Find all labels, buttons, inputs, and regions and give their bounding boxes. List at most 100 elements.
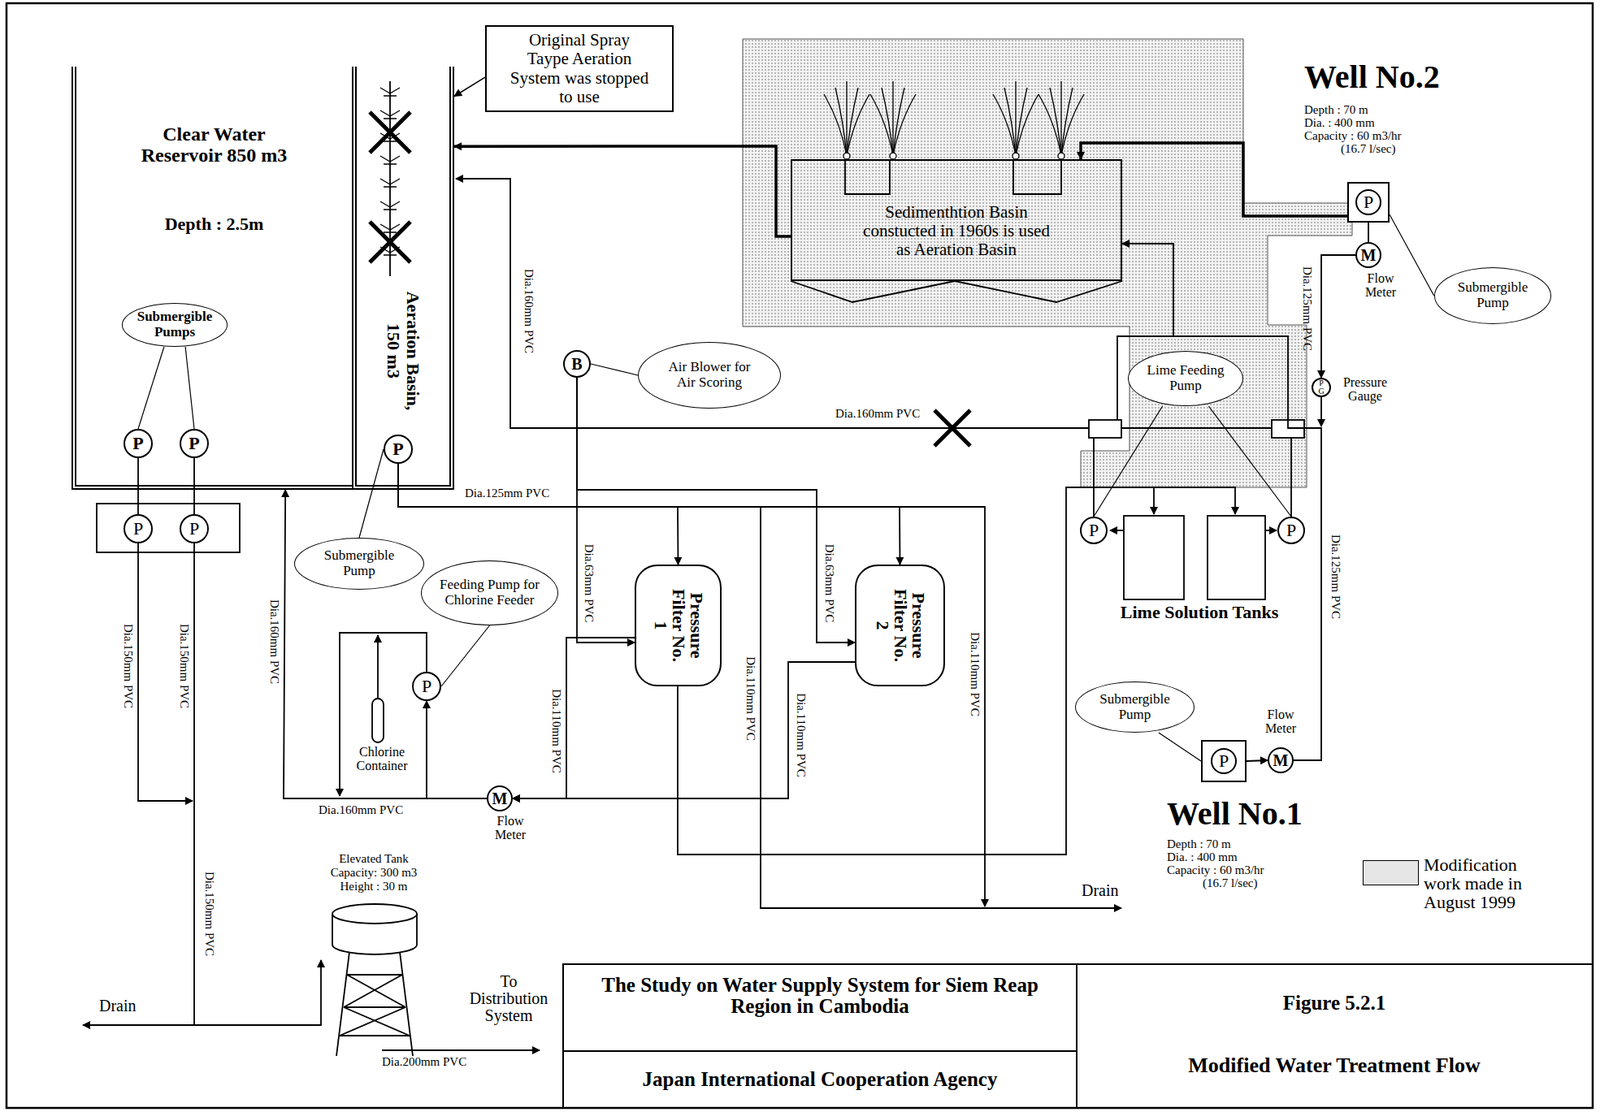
pipe-connector: [398, 463, 679, 565]
pipe-connector: [426, 701, 487, 799]
label-text: Height : 30 m: [292, 880, 456, 894]
callout-ellipse: Submergible Pump: [1434, 267, 1553, 325]
pipe-connector: [1321, 255, 1356, 378]
node-text: P G: [1318, 379, 1325, 396]
sedimentation-detail: [790, 159, 1123, 303]
node-text: P: [132, 433, 144, 454]
label-text: Dia.160mm PVC: [318, 804, 404, 818]
title-block: [563, 964, 1593, 1109]
stopped-mark: [369, 112, 971, 447]
label-text: Dia.160mm PVC: [835, 407, 920, 421]
pipe-connector: [454, 77, 486, 96]
node-text: Submergible Pump: [1448, 280, 1538, 311]
pump-symbol: P: [179, 514, 209, 544]
title-block: [563, 964, 1077, 1109]
label-text: Flow Meter: [1355, 272, 1406, 300]
decor-stroke: [1004, 87, 1016, 157]
decor-stroke: [846, 94, 870, 157]
node-text: Aeration Basin, 150 m3: [383, 277, 423, 425]
well-pump-box: P: [1347, 182, 1390, 223]
pipe-line: [1117, 336, 1288, 421]
label-text: Dia.110mm PVC: [743, 656, 757, 742]
reed-base: [1012, 152, 1019, 160]
callout-ellipse: Submergible Pump: [1075, 681, 1195, 733]
node-text: Feeding Pump for Chlorine Feeder: [436, 577, 543, 608]
label-text: Figure 5.2.1: [1090, 992, 1579, 1015]
pipe-line: [339, 633, 427, 797]
node-text: Submergible Pump: [310, 548, 408, 579]
equipment-outline: [1088, 420, 1122, 438]
label-text: Well No.2: [1304, 60, 1440, 95]
node-text: P: [133, 519, 144, 539]
decor-stroke: [835, 87, 847, 157]
label-text: The Study on Water Supply System for Sie…: [592, 975, 1048, 1019]
pressure-filter: Pressure Filter No. 2: [854, 564, 946, 687]
decor-stroke: [881, 87, 894, 157]
label-text: Dia.125mm PVC: [1328, 534, 1342, 620]
pipe-connector: [454, 146, 791, 237]
pump-symbol: P: [383, 434, 413, 464]
legend-text: Modification work made in August 1999: [1423, 855, 1546, 912]
pump-symbol: P: [1277, 516, 1306, 545]
pressure-filter: Pressure Filter No. 1: [634, 564, 722, 687]
callout-ellipse: Air Blower for Air Scoring: [637, 342, 781, 409]
label-text: Drain: [99, 997, 137, 1015]
elevated-tank: [332, 904, 417, 1057]
label-text: Dia.150mm PVC: [202, 871, 216, 957]
modification-area: [742, 39, 1353, 488]
pipe-line: [377, 635, 379, 699]
label-text: Drain: [1081, 882, 1119, 900]
pipe-line: [1265, 529, 1277, 532]
node-text: Lime Feeding Pump: [1142, 363, 1229, 394]
decor-stroke: [845, 81, 847, 157]
node-text: M: [1361, 246, 1377, 265]
label-text: Elevated Tank: [292, 853, 456, 867]
leader-line: [1208, 406, 1292, 517]
pipe-line: [1110, 529, 1124, 532]
pipe-line: [760, 507, 1122, 909]
decor-stroke: [893, 94, 916, 157]
node-text: Submergible Pump: [1090, 692, 1180, 723]
label-text: Dia.200mm PVC: [381, 1056, 467, 1070]
sedimentation-detail: [790, 281, 1123, 303]
label-text: Dia.150mm PVC: [177, 624, 191, 709]
pump-symbol: M: [1267, 747, 1294, 774]
label-text: Japan International Cooperation Agency: [576, 1069, 1064, 1091]
label-text: Dia.125mm PVC: [1300, 266, 1314, 352]
node-text: Pressure Filter No. 2: [873, 585, 928, 667]
note-box: Original Spray Taype Aeration System was…: [485, 25, 674, 113]
label-text: (16.7 l/sec): [1340, 143, 1396, 157]
pump-symbol: P: [123, 429, 153, 459]
pump-symbol: P: [411, 672, 442, 702]
leader-line: [441, 625, 490, 687]
elevated-tank: [332, 914, 417, 955]
reed-base: [843, 152, 850, 160]
label-text: Dia. : 400 mm: [1304, 117, 1375, 131]
equipment-outline: [1207, 515, 1266, 600]
node-text: Sedimenthtion Basin constucted in 1960s …: [862, 203, 1050, 260]
pipe-connector: [283, 489, 487, 799]
leader-line: [1389, 214, 1435, 296]
label-text: Dia.110mm PVC: [967, 632, 981, 717]
decor-stroke: [1049, 87, 1062, 157]
node-text: Air Blower for Air Scoring: [664, 359, 755, 391]
callout-ellipse: Submergible Pumps: [121, 303, 229, 347]
well-pump-box: P: [1201, 740, 1247, 783]
label-text: Dia.63mm PVC: [822, 544, 836, 624]
label-text: Capacity: 300 m3: [292, 867, 456, 881]
decor-stroke: [892, 81, 894, 157]
label-text: Dia. : 400 mm: [1166, 851, 1238, 865]
aeration-basin: Aeration Basin, 150 m3 P: [351, 66, 455, 490]
pipe-line: [455, 178, 1288, 429]
label-text: Chlorine Container: [344, 745, 420, 774]
title-block: [563, 964, 1593, 1109]
node-text: Depth : 2.5m: [141, 214, 288, 235]
pipe-line: [138, 543, 193, 802]
decor-stroke: [1060, 81, 1062, 157]
leader-line: [590, 364, 638, 376]
label-text: To Distribution System: [459, 973, 558, 1025]
callout-ellipse: Feeding Pump for Chlorine Feeder: [420, 560, 559, 626]
elevated-tank: [332, 904, 417, 924]
legend-swatch: [1362, 860, 1419, 886]
label-text: Pressure Gauge: [1332, 376, 1398, 404]
